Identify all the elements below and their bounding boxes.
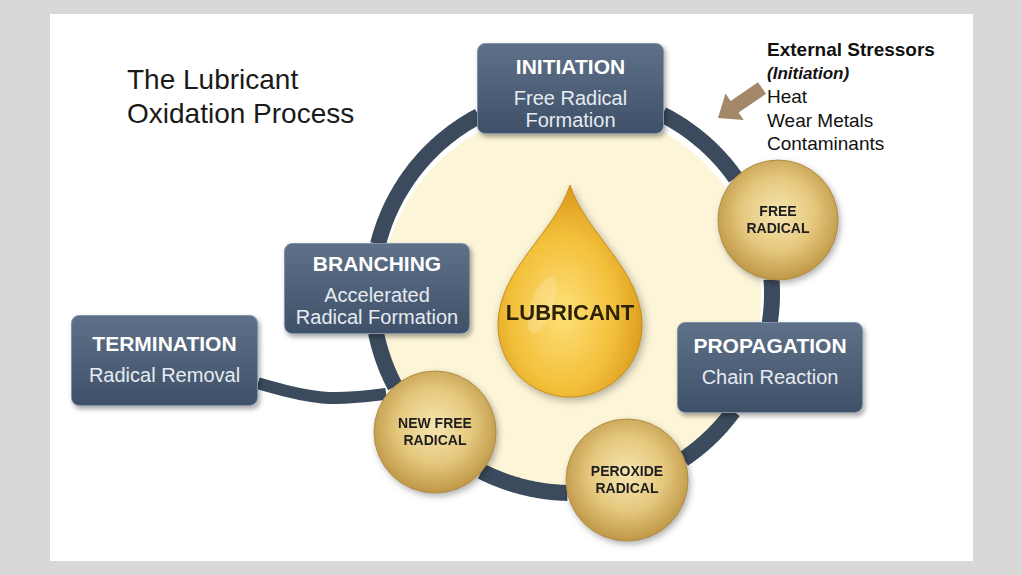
process-box: INITIATION Free Radical Formation <box>477 43 664 134</box>
node-body: Radical Removal <box>80 364 250 386</box>
stressor-item: Heat <box>767 85 807 108</box>
node-heading: FREE RADICAL <box>730 203 826 237</box>
node-heading: BRANCHING <box>313 252 441 276</box>
gold-circle <box>566 419 688 541</box>
drop-outline <box>497 183 643 398</box>
stage-circle: FREE RADICAL <box>717 159 839 281</box>
connector-line <box>258 383 386 398</box>
gold-circle <box>374 371 496 493</box>
stage-circle: PEROXIDE RADICAL <box>565 418 689 542</box>
lubricant-drop: LUBRICANT <box>497 183 643 398</box>
node-heading: NEW FREE RADICAL <box>387 415 483 449</box>
cycle-ring-segment <box>683 411 733 459</box>
process-box: TERMINATION Radical Removal <box>71 315 258 406</box>
node-heading: PROPAGATION <box>693 334 846 358</box>
process-box: BRANCHING Accelerated Radical Formation <box>284 243 470 334</box>
gold-circle <box>718 160 838 280</box>
node-heading: INITIATION <box>516 55 625 79</box>
node-heading: LUBRICANT <box>497 301 643 325</box>
drop-shape <box>498 185 642 397</box>
node-body: Chain Reaction <box>685 366 855 388</box>
node-heading: TERMINATION <box>92 332 236 356</box>
process-box: PROPAGATION Chain Reaction <box>677 322 863 413</box>
stage-circle: NEW FREE RADICAL <box>373 370 497 494</box>
node-body: Accelerated Radical Formation <box>292 284 462 328</box>
stressor-item: Contaminants <box>767 132 884 155</box>
node-heading: PEROXIDE RADICAL <box>579 463 675 497</box>
white-panel <box>50 14 973 561</box>
stressor-item: (Initiation) <box>767 62 849 85</box>
cycle-ring-segment <box>376 333 395 387</box>
node-body: Free Radical Formation <box>486 87 656 131</box>
cycle-ring-segment <box>378 116 479 244</box>
stressor-arrow <box>718 82 766 120</box>
cycle-ring-segment <box>482 471 568 493</box>
cycle-ring-segment <box>770 280 772 324</box>
stressor-item: Wear Metals <box>767 109 873 132</box>
stressor-heading: External Stressors <box>767 38 935 61</box>
diagram-title: The Lubricant Oxidation Process <box>127 63 377 131</box>
cycle-ring-segment <box>662 115 735 178</box>
